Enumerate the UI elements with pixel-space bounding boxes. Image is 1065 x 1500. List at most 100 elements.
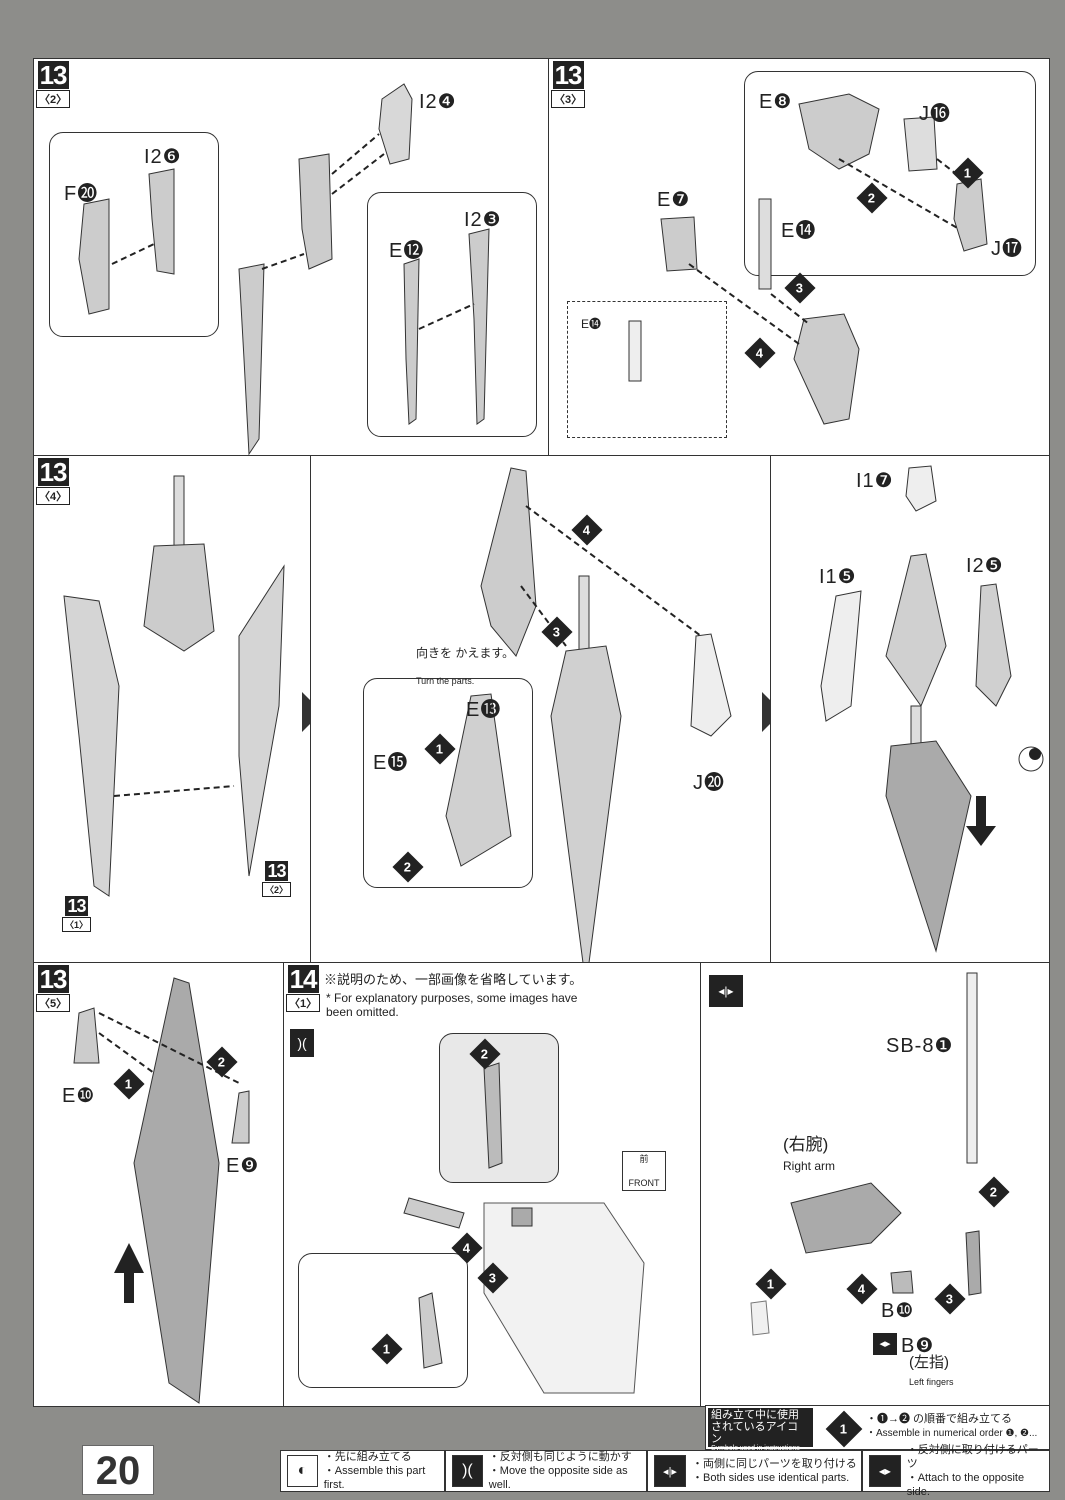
page-number: 20 (82, 1445, 154, 1495)
panel-13-3: 13〈3〉 E❽ J⓰ J⓱ E❼ E⓮ E⓮ 1 2 3 4 (548, 58, 1050, 456)
detail-box (49, 132, 219, 337)
step-number-icon: 1 (825, 1410, 863, 1448)
right-arm-en: Right arm (783, 1159, 836, 1173)
part-label: E⓮ (581, 317, 602, 331)
left-fingers-jp: (左指) (909, 1354, 949, 1371)
number: 2 (404, 859, 412, 875)
detail-box (744, 71, 1036, 276)
parts-illustration (403, 1062, 645, 1394)
detail-box (298, 1253, 468, 1388)
number: 1 (964, 165, 972, 181)
number: 1 (436, 741, 444, 757)
step-sub: 〈4〉 (36, 487, 71, 505)
symbols-title: 組み立て中に使用 されているアイコン Symbols used in instr… (708, 1408, 813, 1452)
legend-en: ・Attach to the opposite side. (906, 1472, 1025, 1498)
part-label: B❾ (901, 1335, 935, 1357)
part-label: SB-8❶ (886, 1035, 954, 1057)
ref-badge: 13〈1〉 (62, 896, 92, 932)
turn-note-jp: 向きを かえます。 (416, 646, 515, 660)
parts-illustration (78, 83, 490, 456)
parts-illustration (820, 465, 1044, 953)
opposite-side-icon: ◂▸ (869, 1455, 901, 1487)
order-en: ・Assemble in numerical order ❶, ❷... (866, 1428, 1038, 1439)
legend-jp: ・両側に同じパーツを取り付ける (692, 1458, 857, 1470)
part-label: F⓴ (64, 183, 99, 205)
part-label: B❿ (881, 1300, 915, 1322)
step-number: 13 (37, 457, 69, 487)
number: 3 (946, 1291, 954, 1307)
panel-13-4-b: 向きを かえます。 Turn the parts. E⓭ E⓯ J⓴ 1 2 3… (310, 455, 771, 964)
part-label: J⓰ (919, 103, 951, 125)
detail-box (367, 192, 537, 437)
legend-jp: ・反対側に取り付けるパーツ (906, 1444, 1039, 1470)
step-sub: 〈3〉 (551, 90, 586, 108)
panel-14-1: 14〈1〉 ※説明のため、一部画像を省略しています。 * For explana… (283, 962, 701, 1407)
number: 1 (383, 1341, 391, 1357)
parts-illustration (73, 977, 250, 1404)
step-number: 13 (265, 861, 288, 881)
number: 2 (218, 1054, 226, 1070)
parts-illustration (445, 467, 732, 964)
legend-jp: ・反対側も同じように動かす (488, 1451, 632, 1463)
step-number: 13 (37, 60, 69, 90)
panel-13-2: 13〈2〉 I2❹ I2❻ F⓴ I2❸ E⓬ (33, 58, 549, 456)
front-jp: 前 (639, 1154, 649, 1164)
order-jp: ・❶→❷ の順番で組み立てる (866, 1413, 1013, 1425)
right-arm-jp: (右腕) (783, 1135, 829, 1154)
legend-en: ・Assemble this part first. (323, 1465, 426, 1491)
number: 2 (868, 190, 876, 206)
parts-illustration (628, 93, 988, 425)
inset-box (567, 301, 727, 438)
part-label: E⓬ (389, 240, 425, 262)
step-sub: 〈2〉 (36, 90, 71, 108)
step-sub: 〈1〉 (286, 994, 321, 1012)
legend-en: ・Move the opposite side as well. (488, 1465, 628, 1491)
part-label: I1❼ (856, 470, 894, 492)
part-label: E⓮ (781, 220, 817, 242)
part-label: I1❺ (819, 566, 857, 588)
part-label: E❾ (226, 1155, 260, 1177)
number: 3 (553, 624, 561, 640)
step-sub: 〈2〉 (262, 882, 292, 897)
note-jp: ※説明のため、一部画像を省略しています。 (324, 972, 583, 987)
number: 1 (767, 1276, 775, 1292)
step-number: 14 (287, 964, 319, 994)
part-label: E❿ (62, 1085, 96, 1107)
legend-en: ・Both sides use identical parts. (692, 1472, 850, 1484)
step-sub: 〈1〉 (62, 917, 92, 932)
legend-opposite-side: ◂▸・反対側に取り付けるパーツ・Attach to the opposite s… (862, 1444, 1050, 1498)
part-label: J⓱ (991, 238, 1023, 260)
step-number: 13 (65, 896, 88, 916)
symbols-title-en: Symbols used in instructions (711, 1445, 800, 1452)
number: 3 (489, 1270, 497, 1286)
legend-jp: ・先に組み立てる (323, 1451, 412, 1463)
step-badge: 13〈4〉 (36, 457, 71, 505)
symbols-box: 組み立て中に使用 されているアイコン Symbols used in instr… (705, 1405, 1050, 1452)
number: 4 (463, 1240, 471, 1256)
move-opposite-icon: )( (290, 1029, 314, 1057)
part-label: I2❻ (144, 146, 182, 168)
step-badge: 13〈5〉 (36, 964, 71, 1012)
left-fingers-en: Left fingers (909, 1377, 954, 1387)
number: 2 (990, 1184, 998, 1200)
panel-13-4-c: I1❼ I1❺ I2❺ (770, 455, 1050, 963)
number: 3 (796, 280, 804, 296)
both-sides-icon: ◂|▸ (709, 975, 743, 1007)
opposite-side-icon: ◂▸ (873, 1333, 897, 1355)
step-number: 13 (37, 964, 69, 994)
step-number: 13 (552, 60, 584, 90)
part-label: E❼ (657, 189, 691, 211)
detail-box (363, 678, 533, 888)
panel-14-1-b: ◂|▸ SB-8❶ B❿ ◂▸ B❾ (右腕) Right arm (左指) L… (700, 962, 1050, 1407)
turn-note-en: Turn the parts. (416, 676, 475, 686)
panel-13-4: 13〈4〉 13〈1〉 13〈2〉 (33, 455, 311, 963)
number: 2 (481, 1046, 489, 1062)
legend-move-opposite: )( ・反対側も同じように動かす・Move the opposite side a… (445, 1450, 647, 1492)
parts-illustration (63, 475, 285, 897)
legend-assemble-first: ◐・先に組み立てる・Assemble this part first. (280, 1450, 445, 1492)
panel-13-5: 13〈5〉 E❿ E❾ 1 2 (33, 962, 284, 1407)
part-label: E⓭ (466, 699, 502, 721)
move-opposite-icon: )( (452, 1455, 483, 1487)
number: 1 (125, 1076, 133, 1092)
